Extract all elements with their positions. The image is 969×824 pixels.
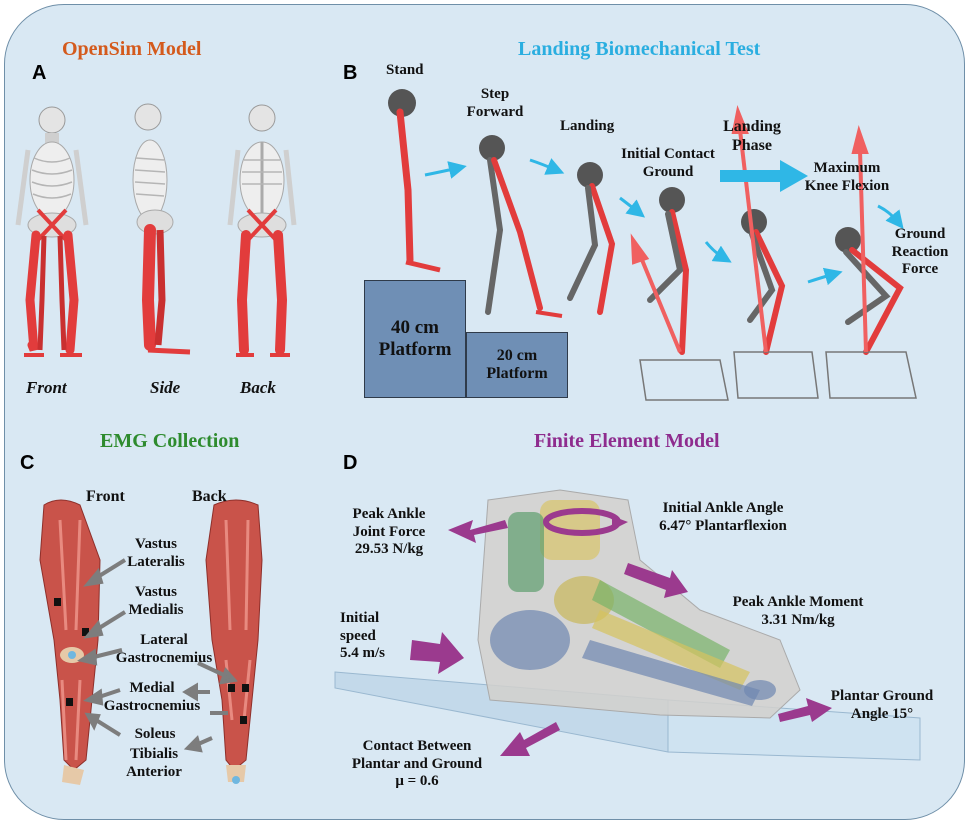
opensim-side-figure bbox=[132, 103, 191, 355]
stand-leg-figure bbox=[388, 89, 441, 273]
view-label-back: Back bbox=[240, 378, 276, 397]
platform-40cm: 40 cm Platform bbox=[364, 280, 466, 398]
label-step-forward: Step Forward bbox=[466, 86, 524, 120]
muscle-vastus-medialis: Vastus Medialis bbox=[128, 584, 184, 618]
muscle-lateral-gastrocnemius: Lateral Gastrocnemius bbox=[115, 632, 213, 666]
label-stand: Stand bbox=[386, 62, 424, 78]
panel-c-letter: C bbox=[20, 452, 35, 474]
panel-b-title: Landing Biomechanical Test bbox=[518, 38, 761, 60]
force-plates bbox=[639, 351, 917, 401]
panel-d-title: Finite Element Model bbox=[534, 430, 720, 452]
emg-pointer-arrows bbox=[77, 558, 238, 753]
emg-front-leg bbox=[39, 499, 101, 785]
label-initial-speed: Initial speed 5.4 m/s bbox=[340, 610, 385, 662]
label-plantar-ground-angle: Plantar Ground Angle 15° bbox=[830, 688, 934, 722]
ground-reaction-force-arrows bbox=[630, 105, 869, 353]
sequence-arrows bbox=[424, 158, 904, 286]
panel-a-letter: A bbox=[32, 62, 47, 84]
panel-d-letter: D bbox=[343, 452, 358, 474]
view-label-front: Front bbox=[26, 378, 67, 397]
panel-b-letter: B bbox=[343, 62, 358, 84]
platform-20cm: 20 cm Platform bbox=[466, 332, 568, 398]
label-ground-reaction-force: Ground Reaction Force bbox=[891, 226, 949, 278]
fe-purple-arrows bbox=[410, 520, 832, 756]
foot-bones bbox=[490, 500, 776, 706]
label-initial-contact: Initial Contact Ground bbox=[621, 146, 715, 180]
panel-a-title: OpenSim Model bbox=[62, 38, 202, 60]
emg-back-leg bbox=[205, 499, 263, 784]
landing-phase-big-arrow bbox=[720, 160, 808, 192]
muscle-medial-gastrocnemius: Medial Gastrocnemius bbox=[103, 680, 201, 714]
landing-leg-figure bbox=[567, 162, 616, 315]
landing-phase-leg-figure bbox=[741, 209, 786, 355]
max-knee-flexion-leg-figure bbox=[835, 227, 904, 355]
label-front: Front bbox=[86, 488, 125, 505]
initial-contact-leg-figure bbox=[647, 187, 690, 355]
label-back: Back bbox=[192, 488, 227, 505]
panel-c-title: EMG Collection bbox=[100, 430, 240, 452]
label-landing-phase: Landing Phase bbox=[723, 118, 781, 154]
label-landing: Landing bbox=[560, 118, 615, 134]
opensim-front-figure bbox=[15, 106, 89, 357]
label-contact-friction: Contact Between Plantar and Ground μ = 0… bbox=[351, 738, 483, 790]
label-max-knee-flexion: Maximum Knee Flexion bbox=[804, 160, 890, 194]
label-peak-ankle-moment: Peak Ankle Moment 3.31 Nm/kg bbox=[732, 594, 864, 628]
view-label-side: Side bbox=[150, 378, 181, 397]
step-forward-leg-figure bbox=[479, 135, 563, 318]
label-peak-ankle-joint-force: Peak Ankle Joint Force 29.53 N/kg bbox=[352, 506, 426, 558]
ankle-rotation-arrowhead bbox=[612, 516, 628, 530]
muscle-vastus-lateralis: Vastus Lateralis bbox=[127, 536, 185, 570]
muscle-soleus: Soleus bbox=[134, 726, 176, 742]
opensim-back-figure bbox=[227, 104, 297, 357]
label-initial-ankle-angle: Initial Ankle Angle 6.47° Plantarflexion bbox=[659, 500, 787, 534]
muscle-tibialis-anterior: Tibialis Anterior bbox=[126, 746, 182, 780]
